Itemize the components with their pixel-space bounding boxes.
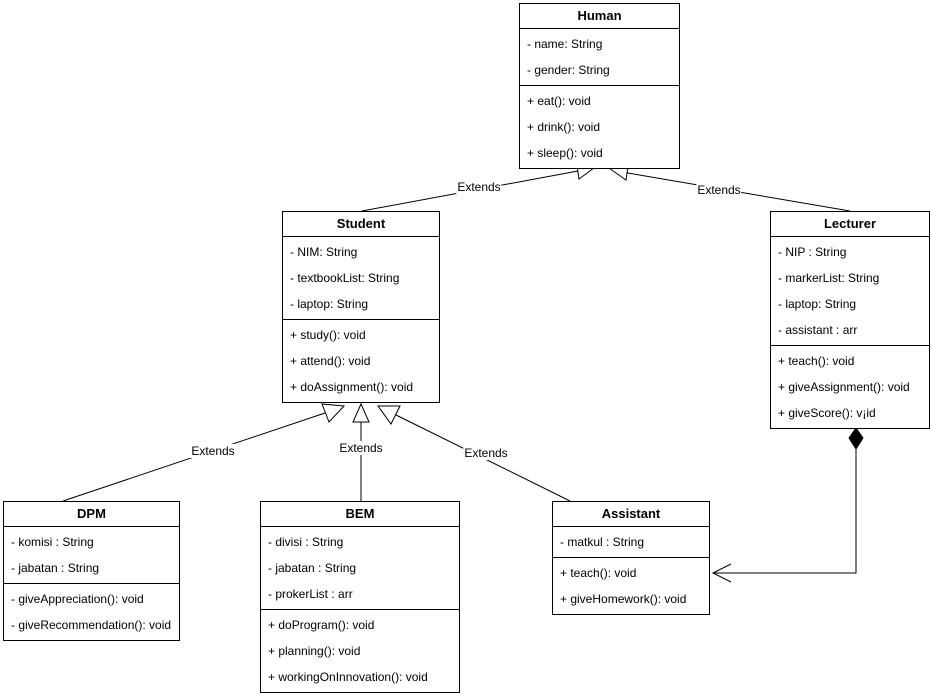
- member-row: + giveHomework(): void: [560, 592, 687, 606]
- class-methods-assistant: + teach(): void + giveHomework(): void: [553, 557, 709, 614]
- class-methods-human: + eat(): void + drink(): void + sleep(): v…: [520, 85, 679, 168]
- edge-label-extends-assistant-student: Extends: [463, 446, 509, 460]
- inheritance-arrowhead-assistant-student: [377, 405, 401, 425]
- member-row: - prokerList : arr: [268, 587, 353, 601]
- class-box-assistant[interactable]: Assistant - matkul : String + teach(): v…: [552, 501, 710, 615]
- member-row: - jabatan : String: [268, 561, 357, 575]
- member-row: - markerList: String: [778, 271, 880, 285]
- class-box-student[interactable]: Student - NIM: String - textbookList: Str…: [282, 211, 440, 403]
- class-attributes-lecturer: - NIP : String - markerList: String - lapt…: [771, 237, 929, 345]
- member-row: - NIM: String: [290, 245, 358, 259]
- class-box-lecturer[interactable]: Lecturer - NIP : String - markerList: Str…: [770, 211, 930, 429]
- member-row: + workingOnInnovation(): void: [268, 670, 428, 684]
- member-row: + sleep(): void: [527, 146, 603, 160]
- class-methods-bem: + doProgram(): void + planning(): void + w…: [261, 609, 459, 692]
- edge-label-extends-dpm-student: Extends: [190, 444, 236, 458]
- member-row: + drink(): void: [527, 120, 601, 134]
- member-row: - NIP : String: [778, 245, 847, 259]
- member-row: + eat(): void: [527, 94, 591, 108]
- edge-label-extends-bem-student: Extends: [338, 441, 384, 455]
- class-attributes-assistant: - matkul : String: [553, 527, 709, 557]
- composition-diamond: [848, 427, 864, 450]
- class-title-student: Student: [283, 212, 439, 237]
- member-row: - divisi : String: [268, 535, 344, 549]
- member-row: - jabatan : String: [11, 561, 100, 575]
- edge-label-extends-student-human: Extends: [456, 180, 502, 194]
- member-row: + doAssignment(): void: [290, 380, 414, 394]
- class-methods-lecturer: + teach(): void + giveAssignment(): void +…: [771, 345, 929, 428]
- member-row: - assistant : arr: [778, 323, 858, 337]
- member-row: - laptop: String: [778, 297, 857, 311]
- member-row: - laptop: String: [290, 297, 369, 311]
- class-methods-dpm: - giveAppreciation(): void - giveRecommen…: [4, 583, 179, 640]
- member-row: - giveRecommendation(): void: [11, 618, 172, 632]
- member-row: + study(): void: [290, 328, 366, 342]
- member-row: - matkul : String: [560, 535, 645, 549]
- member-row: + giveScore(): v¡id: [778, 406, 876, 420]
- class-title-assistant: Assistant: [553, 502, 709, 527]
- class-box-dpm[interactable]: DPM - komisi : String- jabatan : String …: [3, 501, 180, 641]
- edge-label-extends-lecturer-human: Extends: [696, 183, 742, 197]
- member-row: + teach(): void: [560, 566, 637, 580]
- member-row: + planning(): void: [268, 644, 361, 658]
- class-title-human: Human: [520, 4, 679, 29]
- class-methods-student: + study(): void + attend(): void + doAssig…: [283, 319, 439, 402]
- class-title-dpm: DPM: [4, 502, 179, 527]
- class-box-bem[interactable]: BEM - divisi : String- jabatan : String-…: [260, 501, 460, 693]
- member-row: + teach(): void: [778, 354, 855, 368]
- class-title-lecturer: Lecturer: [771, 212, 929, 237]
- member-row: + doProgram(): void: [268, 618, 375, 632]
- class-attributes-human: - name: String - gender: String: [520, 29, 679, 85]
- member-row: - gender: String: [527, 63, 610, 77]
- inheritance-arrowhead-dpm-student: [321, 403, 346, 423]
- class-title-bem: BEM: [261, 502, 459, 527]
- member-row: - textbookList: String: [290, 271, 400, 285]
- member-row: - giveAppreciation(): void: [11, 592, 144, 606]
- member-row: - name: String: [527, 37, 603, 51]
- class-attributes-bem: - divisi : String - jabatan : String - pro…: [261, 527, 459, 609]
- class-attributes-dpm: - komisi : String - jabatan : String: [4, 527, 179, 583]
- member-row: - komisi : String: [11, 535, 94, 549]
- open-arrowhead: [711, 563, 732, 583]
- inheritance-arrowhead-bem-student: [352, 402, 370, 423]
- composition-line-lecturer-assistant: [713, 448, 857, 574]
- class-attributes-student: - NIM: String - textbookList: String - lap…: [283, 237, 439, 319]
- member-row: + giveAssignment(): void: [778, 380, 910, 394]
- member-row: + attend(): void: [290, 354, 371, 368]
- class-box-human[interactable]: Human - name: String - gender: String + e…: [519, 3, 680, 169]
